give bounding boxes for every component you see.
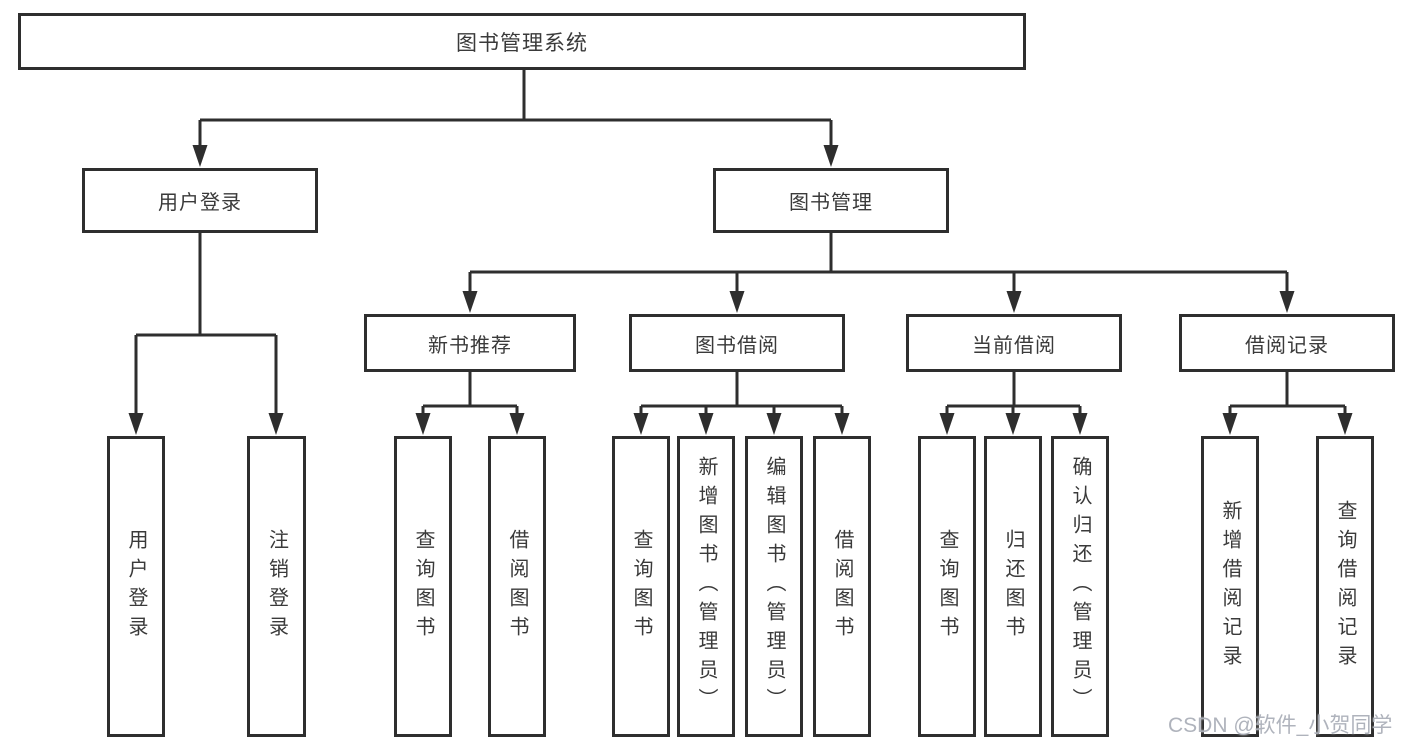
connector-book-mgmt-to-level3 xyxy=(462,233,1295,313)
leaf-borrow-books-borrow-label: 借阅图书 xyxy=(831,528,853,645)
node-new-book-recommend-label: 新书推荐 xyxy=(428,334,512,357)
node-user-login-label: 用户登录 xyxy=(158,192,242,214)
node-new-book-recommend: 新书推荐 xyxy=(364,314,576,372)
leaf-return-book: 归还图书 xyxy=(984,436,1042,737)
leaf-query-books-recommend-label: 查询图书 xyxy=(412,528,434,645)
leaf-query-books-current-label: 查询图书 xyxy=(936,528,958,645)
leaf-add-borrow-record-label: 新增借阅记录 xyxy=(1219,499,1241,674)
node-root: 图书管理系统 xyxy=(18,13,1026,70)
leaf-query-books-borrow: 查询图书 xyxy=(612,436,670,737)
node-current-borrow-label: 当前借阅 xyxy=(972,334,1056,357)
leaf-borrow-books-recommend-label: 借阅图书 xyxy=(506,528,528,645)
node-book-management-label: 图书管理 xyxy=(789,192,873,214)
leaf-user-login-label: 用户登录 xyxy=(125,528,147,645)
node-borrow-records: 借阅记录 xyxy=(1179,314,1395,372)
node-borrow-records-label: 借阅记录 xyxy=(1245,334,1329,357)
leaf-logout-label: 注销登录 xyxy=(265,528,288,645)
node-book-borrow: 图书借阅 xyxy=(629,314,845,372)
connector-user-login-to-leaves xyxy=(128,233,284,435)
leaf-query-books-current: 查询图书 xyxy=(918,436,976,737)
leaf-edit-book-admin-label: 编辑图书（管理员） xyxy=(763,456,785,717)
node-current-borrow: 当前借阅 xyxy=(906,314,1122,372)
leaf-confirm-return-admin-label: 确认归还（管理员） xyxy=(1069,456,1091,717)
leaf-query-borrow-record: 查询借阅记录 xyxy=(1316,436,1374,737)
node-user-login: 用户登录 xyxy=(82,168,318,233)
leaf-add-borrow-record: 新增借阅记录 xyxy=(1201,436,1259,737)
connector-current-borrow-to-leaves xyxy=(939,372,1088,435)
leaf-borrow-books-borrow: 借阅图书 xyxy=(813,436,871,737)
leaf-borrow-books-recommend: 借阅图书 xyxy=(488,436,546,737)
leaf-user-login: 用户登录 xyxy=(107,436,165,737)
node-book-management: 图书管理 xyxy=(713,168,949,233)
watermark: CSDN @软件_小贺同学 xyxy=(1168,714,1393,737)
node-root-label: 图书管理系统 xyxy=(456,31,588,55)
connector-borrow-records-to-leaves xyxy=(1222,372,1353,435)
leaf-add-book-admin-label: 新增图书（管理员） xyxy=(695,456,717,717)
connector-root-to-level2 xyxy=(192,70,839,167)
leaf-add-book-admin: 新增图书（管理员） xyxy=(677,436,735,737)
leaf-confirm-return-admin: 确认归还（管理员） xyxy=(1051,436,1109,737)
node-book-borrow-label: 图书借阅 xyxy=(695,334,779,357)
connector-book-borrow-to-leaves xyxy=(633,372,850,435)
leaf-query-books-borrow-label: 查询图书 xyxy=(630,528,652,645)
leaf-edit-book-admin: 编辑图书（管理员） xyxy=(745,436,803,737)
connector-new-book-to-leaves xyxy=(415,372,525,435)
leaf-logout: 注销登录 xyxy=(247,436,306,737)
leaf-query-borrow-record-label: 查询借阅记录 xyxy=(1334,499,1356,674)
leaf-query-books-recommend: 查询图书 xyxy=(394,436,452,737)
leaf-return-book-label: 归还图书 xyxy=(1002,528,1024,645)
